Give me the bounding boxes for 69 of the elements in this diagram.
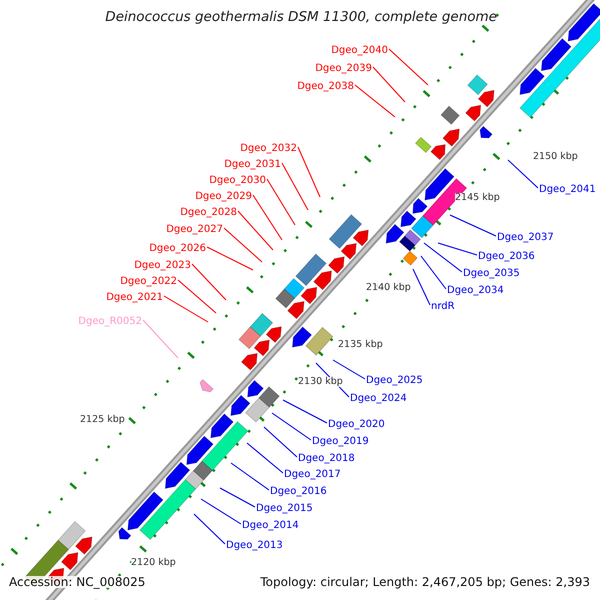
gene-label: Dgeo_2019 [312,437,369,447]
gene-label: Dgeo_2015 [256,504,313,514]
gene-label: Dgeo_2025 [366,376,423,386]
leader-line [332,360,366,380]
gene-label: Dgeo_2034 [447,286,504,296]
leader-line [450,214,496,236]
leader-line [192,264,226,300]
gene-label: Dgeo_2039 [315,64,372,74]
leader-line [266,178,296,226]
gene-label: Dgeo_2036 [478,252,535,262]
leader-line [424,242,462,272]
leader-line [200,498,242,524]
leader-line [282,162,308,210]
gene-label: Dgeo_2035 [463,269,520,279]
leader-line [194,514,226,544]
scale-label: 2145 kbp [455,193,500,202]
leader-line [238,210,274,250]
leader-line [178,280,216,314]
leader-line [272,412,312,440]
gene-label: Dgeo_2024 [350,394,407,404]
leader-line [372,66,406,102]
gene-label: Dgeo_2018 [298,454,355,464]
leader-line [220,488,256,508]
gene-label: Dgeo_R0052 [78,317,142,327]
title: Deinococcus geothermalis DSM 11300, complete genome [105,11,497,24]
gene-label: Dgeo_2020 [328,420,385,430]
leader-line [282,400,328,424]
scale-label: 2125 kbp [80,415,125,424]
scale-label: 2150 kbp [533,152,578,162]
gene-label: Dgeo_2041 [539,185,596,195]
gene-label: Dgeo_2027 [166,225,223,235]
leader-line [142,320,178,358]
gene-label: Dgeo_2022 [120,277,177,287]
leader-line [388,48,428,86]
gene-label: Dgeo_2023 [134,261,191,271]
gene-label: Dgeo_2031 [224,160,281,170]
gene-label: nrdR [431,302,455,312]
gene-label: Dgeo_2032 [240,144,297,154]
scale-label: 2140 kbp [366,283,411,292]
gene-label: Dgeo_2026 [149,244,206,254]
leader-line [508,160,538,188]
gene-label: Dgeo_2014 [242,521,299,531]
leader-line [252,194,282,240]
leader-line [420,256,446,290]
leader-line [412,268,430,306]
leader-line [206,246,254,270]
leader-line [438,242,478,256]
gene-label: Dgeo_2037 [497,233,554,243]
gene-label: Dgeo_2017 [284,470,341,480]
gene-label: Dgeo_2040 [331,46,388,56]
leader-line [164,296,208,322]
gene-label: Dgeo_2038 [297,82,354,92]
leader-line [224,228,262,262]
scale-label: 2130 kbp [298,377,343,386]
gene-label: Dgeo_2028 [180,208,237,218]
leader-line [298,146,320,198]
leader-line [354,84,396,118]
gene-label: Dgeo_2021 [106,293,163,303]
scale-label: 2135 kbp [338,340,383,350]
gene-label: Dgeo_2016 [270,487,327,497]
gene-label: Dgeo_2029 [195,192,252,202]
scale-label: 2120 kbp [131,558,176,568]
gene-label: Dgeo_2013 [226,541,283,551]
leader-line [264,426,298,458]
gene-label: Dgeo_2030 [209,176,266,186]
accession-text: Accession: NC_008025 [9,576,146,588]
leader-line [230,462,270,490]
leader-line [246,442,284,474]
genome-summary-text: Topology: circular; Length: 2,467,205 bp; Genes: 2,393 [260,576,590,588]
